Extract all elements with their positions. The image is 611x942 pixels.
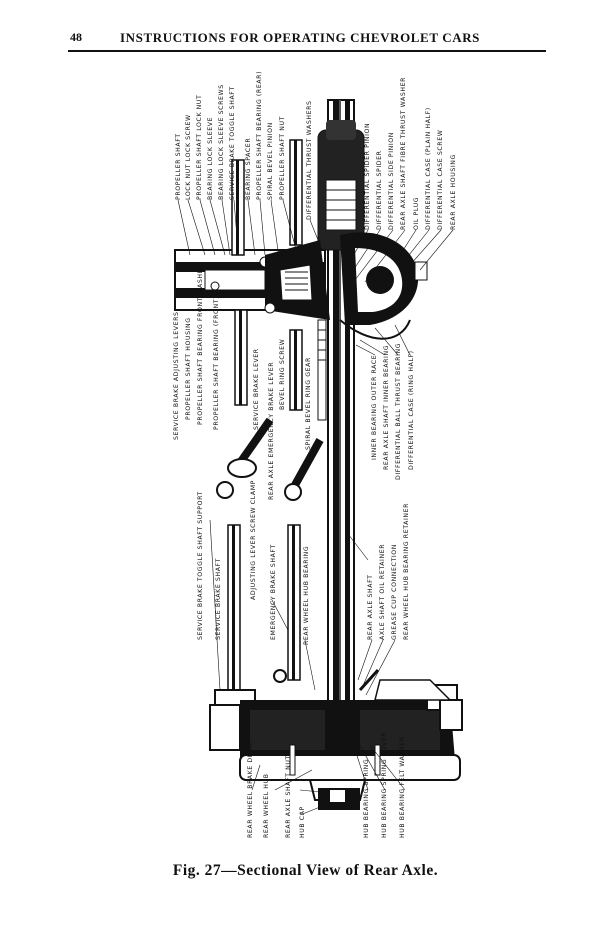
label-propeller-shaft: PROPELLER SHAFT: [175, 133, 182, 200]
label-service-brake-toggle-shaft-support: SERVICE BRAKE TOGGLE SHAFT SUPPORT: [197, 491, 204, 640]
label-differential-spider: DIFFERENTIAL SPIDER: [376, 150, 383, 230]
label-rear-wheel-hub-bearing-retainer: REAR WHEEL HUB BEARING RETAINER: [403, 503, 410, 640]
label-lock-nut-lock-screw: LOCK NUT LOCK SCREW: [185, 114, 192, 200]
axle-upper-housing: [317, 120, 365, 251]
label-propeller-shaft-bearing-front-washer: PROPELLER SHAFT BEARING FRONT WASHER: [197, 264, 204, 425]
labels-top: PROPELLER SHAFT LOCK NUT LOCK SCREW PROP…: [175, 71, 457, 230]
label-spiral-bevel-pinion: SPIRAL BEVEL PINION: [267, 122, 274, 200]
label-rear-wheel-brake-drum: REAR WHEEL BRAKE DRUM: [247, 741, 254, 838]
label-bevel-ring-screw: BEVEL RING SCREW: [279, 339, 286, 410]
propeller-shaft-housing: [174, 240, 330, 320]
label-spiral-bevel-ring-gear: SPIRAL BEVEL RING GEAR: [305, 357, 312, 450]
label-hub-bearing-spring: HUB BEARING SPRING: [363, 759, 370, 838]
label-grease-cup-connection: GREASE CUP CONNECTION: [391, 544, 398, 640]
label-rear-axle-emergency-brake-lever: REAR AXLE EMERGENCY BRAKE LEVER: [268, 362, 275, 500]
label-hub-bearing-spring-cover: HUB BEARING SPRING COVER: [381, 732, 388, 838]
label-rear-axle-shaft-nut: REAR AXLE SHAFT NUT: [285, 755, 292, 838]
label-rear-axle-shaft: REAR AXLE SHAFT: [367, 574, 374, 640]
label-hub-cap: HUB CAP: [299, 806, 306, 838]
label-propeller-shaft-bearing-rear: PROPELLER SHAFT BEARING (REAR): [256, 71, 263, 200]
label-service-brake-lever: SERVICE BRAKE LEVER: [253, 348, 260, 430]
label-oil-plug: OIL PLUG: [413, 197, 420, 230]
labels-lower-left: SERVICE BRAKE TOGGLE SHAFT SUPPORT SERVI…: [197, 480, 310, 645]
label-propeller-shaft-lock-nut: PROPELLER SHAFT LOCK NUT: [196, 95, 203, 200]
labels-middle-right: INNER BEARING OUTER RACE REAR AXLE SHAFT…: [371, 343, 415, 480]
label-differential-thrust-washers: DIFFERENTIAL THRUST WASHERS: [306, 100, 313, 220]
label-adjusting-lever-screw-clamp: ADJUSTING LEVER SCREW CLAMP: [250, 480, 257, 600]
label-service-brake-adjusting-levers: SERVICE BRAKE ADJUSTING LEVERS: [173, 311, 180, 440]
page-header: 48 INSTRUCTIONS FOR OPERATING CHEVROLET …: [70, 28, 548, 52]
differential-housing: [339, 232, 428, 340]
figure-caption: Fig. 27—Sectional View of Rear Axle.: [172, 862, 439, 879]
label-differential-case-screw: DIFFERENTIAL CASE SCREW: [437, 130, 444, 230]
label-rear-wheel-hub: REAR WHEEL HUB: [263, 773, 270, 838]
label-rear-wheel-hub-bearing: REAR WHEEL HUB BEARING: [303, 546, 310, 645]
labels-middle-left: SERVICE BRAKE ADJUSTING LEVERS PROPELLER…: [173, 264, 312, 500]
label-bearing-spacer: BEARING SPACER: [245, 138, 252, 200]
label-inner-bearing-outer-race: INNER BEARING OUTER RACE: [371, 355, 378, 460]
label-bearing-lock-sleeve: BEARING LOCK SLEEVE: [207, 117, 214, 200]
lower-brake-shafts: [227, 524, 301, 696]
label-bearing-lock-sleeve-screws: BEARING LOCK SLEEVE SCREWS: [218, 84, 225, 200]
label-differential-ball-thrust-bearing: DIFFERENTIAL BALL THRUST BEARING: [395, 343, 402, 480]
label-differential-case-ring-half: DIFFERENTIAL CASE (RING HALF): [408, 350, 415, 470]
label-propeller-shaft-bearing-front: PROPELLER SHAFT BEARING (FRONT): [213, 296, 220, 430]
label-differential-side-pinion: DIFFERENTIAL SIDE PINION: [388, 132, 395, 230]
label-differential-spider-pinion: DIFFERENTIAL SPIDER PINION: [364, 123, 371, 230]
label-propeller-shaft-nut: PROPELLER SHAFT NUT: [279, 116, 286, 200]
page-number: 48: [70, 30, 82, 44]
label-axle-shaft-oil-retainer: AXLE SHAFT OIL RETAINER: [379, 544, 386, 640]
label-rear-axle-housing: REAR AXLE HOUSING: [450, 154, 457, 230]
brake-shafts: [231, 139, 327, 421]
labels-lower-right: REAR AXLE SHAFT AXLE SHAFT OIL RETAINER …: [367, 503, 410, 640]
wheel-hub-assembly: [209, 668, 463, 810]
label-propeller-shaft-housing: PROPELLER SHAFT HOUSING: [185, 317, 192, 420]
label-service-brake-toggle-shaft: SERVICE BRAKE TOGGLE SHAFT: [229, 86, 236, 200]
label-service-brake-shaft: SERVICE BRAKE SHAFT: [215, 558, 222, 640]
leader-lines: [177, 199, 454, 816]
brake-levers: [216, 417, 324, 501]
label-rear-axle-shaft-inner-bearing: REAR AXLE SHAFT INNER BEARING: [383, 345, 390, 470]
label-emergency-brake-shaft: EMERGENCY BRAKE SHAFT: [270, 544, 277, 640]
header-rule: [68, 50, 546, 52]
label-hub-bearing-felt-washer: HUB BEARING FELT WASHER: [399, 736, 406, 838]
label-rear-axle-shaft-fibre-thrust-washer: REAR AXLE SHAFT FIBRE THRUST WASHER: [400, 77, 407, 230]
label-differential-case-plain-half: DIFFERENTIAL CASE (PLAIN HALF): [425, 107, 432, 230]
labels-bottom: REAR WHEEL BRAKE DRUM REAR WHEEL HUB REA…: [247, 732, 406, 838]
running-head: INSTRUCTIONS FOR OPERATING CHEVROLET CAR…: [120, 30, 481, 45]
rear-axle-diagram: PROPELLER SHAFT LOCK NUT LOCK SCREW PROP…: [173, 71, 463, 838]
